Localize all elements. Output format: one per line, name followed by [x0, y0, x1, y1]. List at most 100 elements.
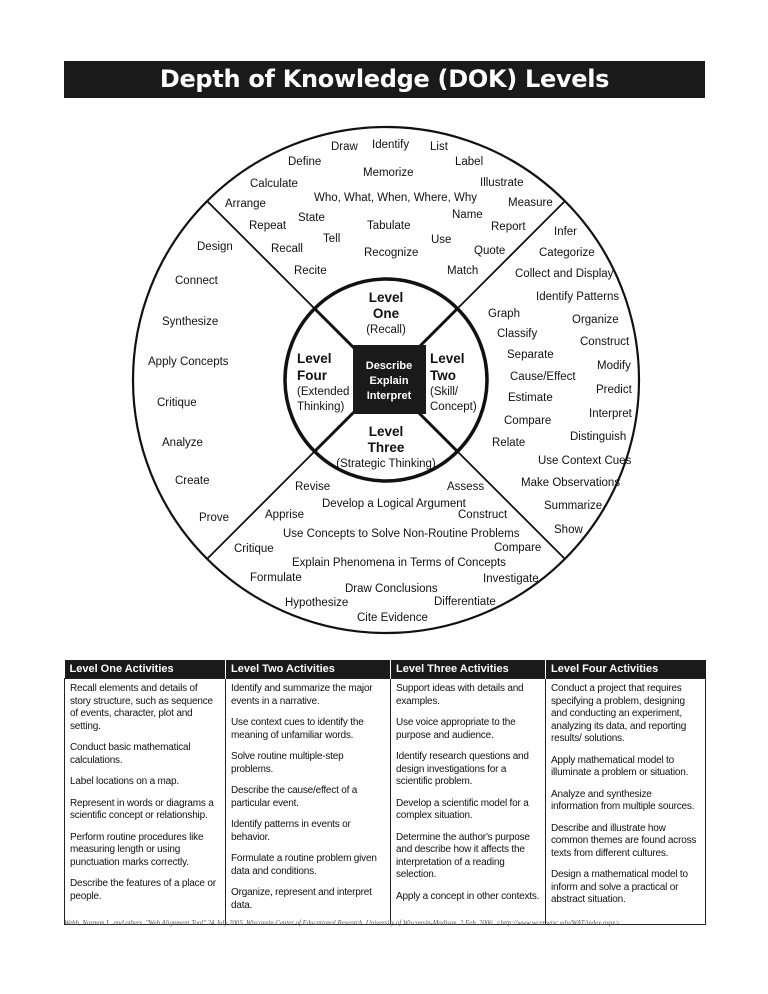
wheel-word: Use — [431, 234, 451, 246]
level-four-activities-header: Level Four Activities — [545, 660, 706, 679]
wheel-word: Report — [491, 221, 526, 233]
wheel-word: Calculate — [250, 178, 298, 190]
wheel-word: Compare — [504, 415, 551, 427]
level-two-subtitle: Concept) — [430, 401, 477, 413]
activity-item: Label locations on a map. — [70, 776, 179, 787]
wheel-word: Cause/Effect — [510, 371, 576, 383]
wheel-word: Infer — [554, 226, 577, 238]
wheel-word: Assess — [447, 481, 484, 493]
citation-footer: Webb, Norman L. and others. "Web Alignme… — [64, 920, 620, 927]
wheel-word: Develop a Logical Argument — [322, 498, 467, 510]
outer-ring — [131, 125, 641, 635]
activity-item: Identify and summarize the major events … — [231, 683, 373, 707]
level-three-activities: Support ideas with details and examples.… — [390, 678, 546, 925]
level-two-subtitle: (Skill/ — [430, 386, 459, 398]
level-two-words: Infer Categorize Collect and Display Ide… — [488, 226, 633, 536]
center-word: Interpret — [367, 390, 412, 402]
wheel-word: Graph — [488, 308, 520, 320]
activity-item: Identify patterns in events or behavior. — [231, 819, 351, 843]
wheel-word: Synthesize — [162, 316, 218, 328]
wheel-word: Apprise — [265, 509, 304, 521]
wheel-word: State — [298, 212, 325, 224]
wheel-word: Tabulate — [367, 220, 410, 232]
wheel-word: Label — [455, 156, 483, 168]
wheel-word: Predict — [596, 384, 633, 396]
wheel-word: Tell — [323, 233, 340, 245]
activity-item: Apply mathematical model to illuminate a… — [551, 754, 689, 779]
wheel-word: Formulate — [250, 572, 302, 584]
activities-row: Recall elements and details of story str… — [64, 678, 706, 925]
wheel-word: Classify — [497, 328, 538, 340]
page-title: Depth of Knowledge (DOK) Levels — [64, 61, 705, 98]
wheel-word: Apply Concepts — [148, 356, 229, 368]
wheel-word: Separate — [507, 349, 554, 361]
activity-item: Use voice appropriate to the purpose and… — [396, 717, 516, 741]
level-four-subtitle: Thinking) — [297, 401, 344, 413]
wheel-word: Design — [197, 241, 233, 253]
activity-item: Describe the features of a place or peop… — [70, 878, 216, 902]
wheel-word: Analyze — [162, 437, 203, 449]
divider-bottom-left — [206, 450, 316, 560]
activities-header-row: Level One Activities Level Two Activitie… — [64, 660, 706, 679]
activity-item: Identify research questions and design i… — [396, 751, 529, 787]
wheel-word: Define — [288, 156, 321, 168]
wheel-word: Revise — [295, 481, 330, 493]
divider-top-left — [206, 200, 316, 310]
activities-table: Level One Activities Level Two Activitie… — [64, 660, 706, 925]
activity-item: Organize, represent and interpret data. — [231, 887, 372, 911]
wheel-word: Show — [554, 524, 583, 536]
level-three-subtitle: (Strategic Thinking) — [336, 458, 436, 470]
level-two-label: Two — [430, 368, 456, 383]
level-four-label: Four — [297, 368, 328, 383]
wheel-word: Quote — [474, 245, 505, 257]
level-two-label: Level — [430, 351, 465, 366]
wheel-word: Categorize — [539, 247, 595, 259]
wheel-word: Use Context Cues — [538, 455, 632, 467]
wheel-word: List — [430, 141, 449, 153]
level-three-label: Three — [368, 440, 405, 455]
level-four-activities: Conduct a project that requires specifyi… — [545, 678, 706, 925]
wheel-word: Measure — [508, 197, 553, 209]
center-word: Explain — [369, 375, 408, 387]
wheel-word: Construct — [580, 336, 630, 348]
wheel-word: Create — [175, 475, 210, 487]
level-two-activities-header: Level Two Activities — [225, 660, 391, 679]
dok-wheel-diagram: Describe Explain Interpret Level One (Re… — [131, 125, 641, 635]
level-two-activities: Identify and summarize the major events … — [225, 678, 391, 925]
wheel-word: Interpret — [589, 408, 633, 420]
wheel-word: Name — [452, 209, 483, 221]
activity-item: Conduct a project that requires specifyi… — [551, 683, 687, 744]
level-one-words: Draw Identify List Define Memorize Label… — [225, 139, 553, 277]
activity-item: Conduct basic mathematical calculations. — [70, 742, 191, 766]
center-word: Describe — [366, 360, 412, 372]
wheel-word: Estimate — [508, 392, 553, 404]
activity-item: Analyze and synthesize information from … — [551, 788, 695, 813]
activity-item: Develop a scientific model for a complex… — [396, 797, 529, 822]
wheel-word: Prove — [199, 512, 229, 524]
wheel-word: Cite Evidence — [357, 612, 428, 624]
wheel-word: Compare — [494, 542, 541, 554]
wheel-word: Recognize — [364, 247, 418, 259]
activity-item: Formulate a routine problem given data a… — [231, 853, 377, 877]
wheel-word: Organize — [572, 314, 619, 326]
wheel-word: Draw — [331, 141, 359, 153]
activity-item: Describe and illustrate how common theme… — [551, 822, 697, 859]
wheel-word: Investigate — [483, 573, 539, 585]
level-one-label: One — [373, 306, 400, 321]
wheel-word: Recall — [271, 243, 303, 255]
wheel-word: Recite — [294, 265, 327, 277]
level-three-words: Revise Assess Develop a Logical Argument… — [234, 481, 541, 624]
activity-item: Recall elements and details of story str… — [70, 683, 213, 732]
wheel-word: Critique — [157, 397, 197, 409]
wheel-word: Connect — [175, 275, 219, 287]
wheel-word: Explain Phenomena in Terms of Concepts — [292, 557, 506, 569]
activity-item: Solve routine multiple-step problems. — [231, 751, 344, 775]
activity-item: Use context cues to identify the meaning… — [231, 717, 364, 741]
activity-item: Determine the author's purpose and descr… — [396, 831, 530, 881]
activity-item: Apply a concept in other contexts. — [396, 890, 540, 902]
wheel-word: Illustrate — [480, 177, 523, 189]
wheel-word: Distinguish — [570, 431, 626, 443]
level-one-label: Level — [369, 290, 404, 305]
activity-item: Support ideas with details and examples. — [396, 683, 524, 707]
activity-item: Perform routine procedures like measurin… — [70, 831, 204, 868]
